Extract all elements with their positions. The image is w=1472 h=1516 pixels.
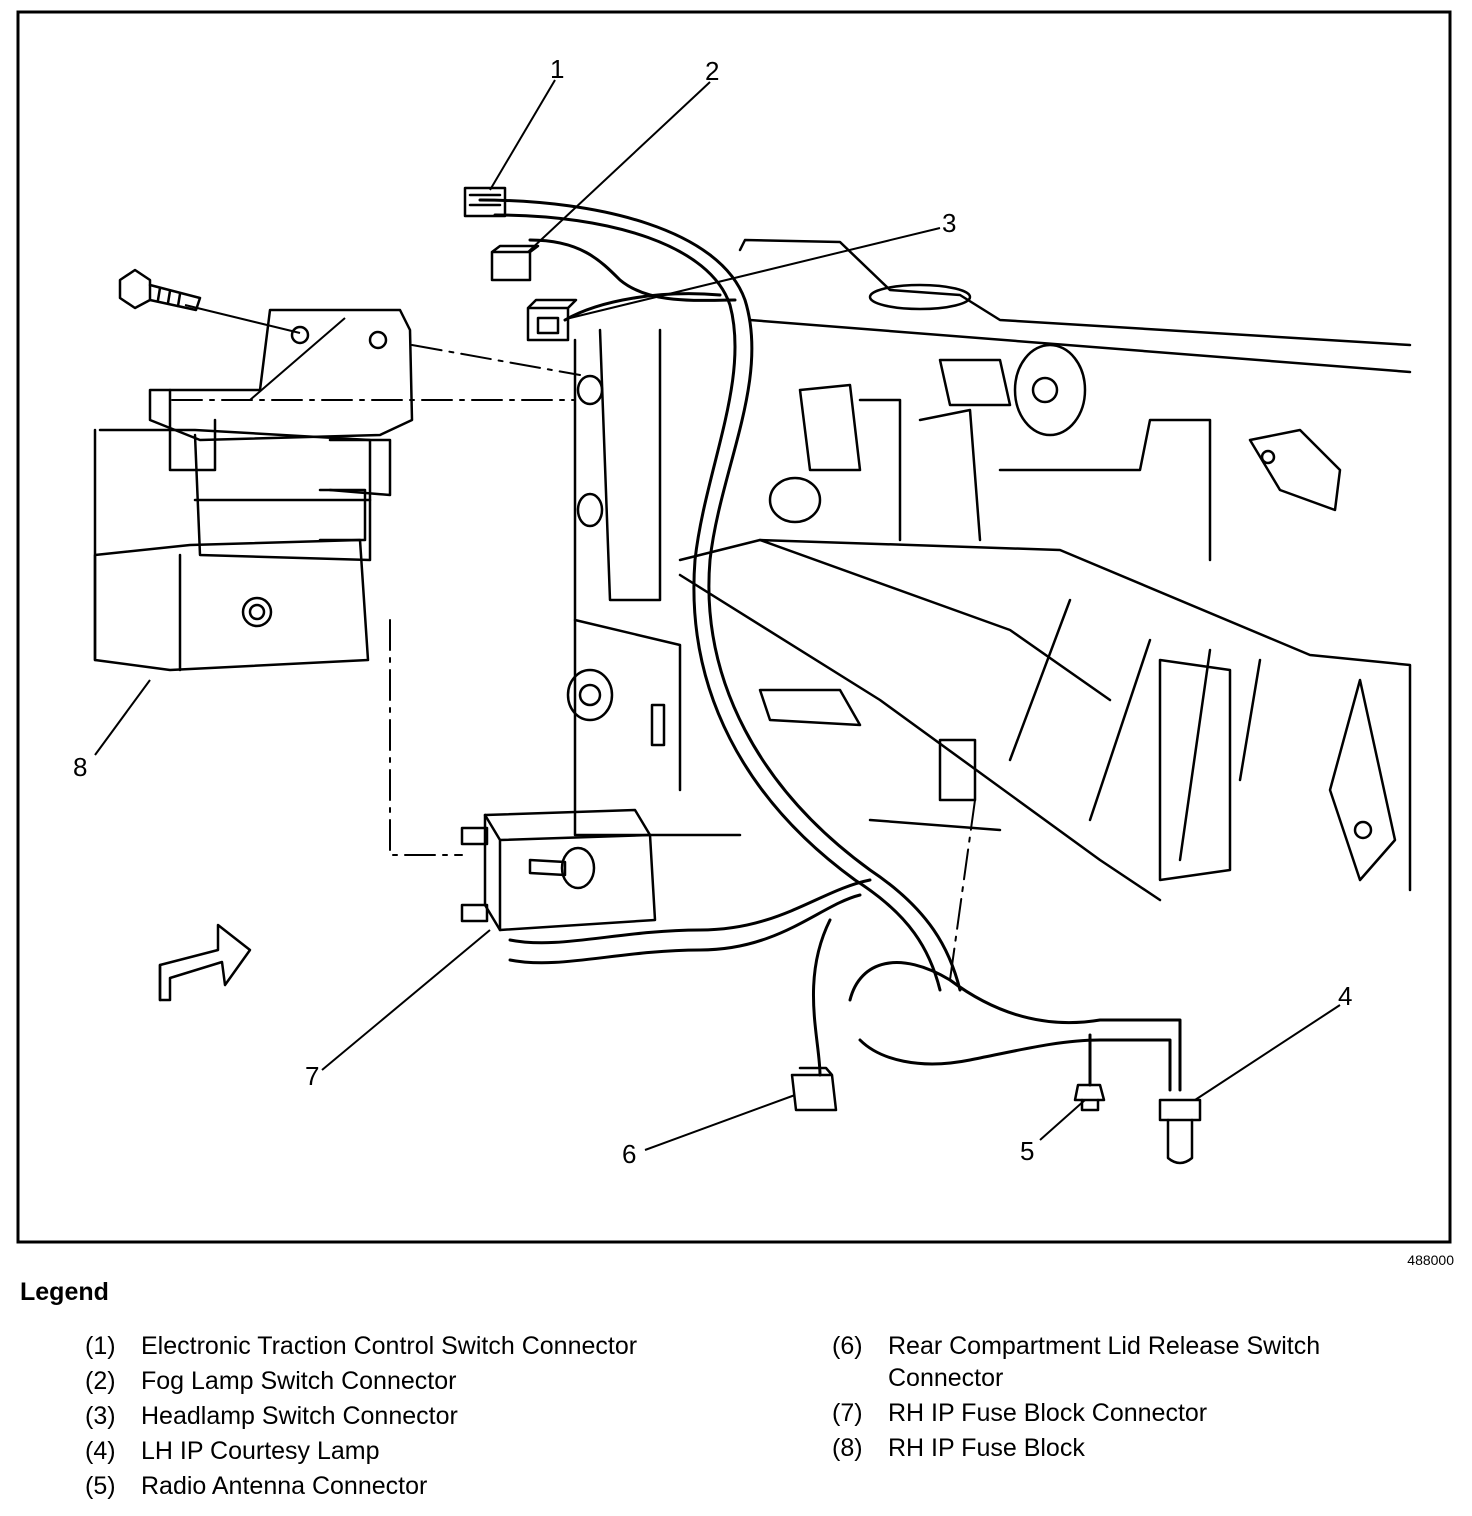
legend-item-number: (4) [85,1437,116,1465]
legend-item-text: RH IP Fuse Block Connector [888,1399,1208,1427]
legend-item-text: Rear Compartment Lid Release Switch Conn… [888,1332,1321,1392]
callout-1: 1 [550,54,564,84]
legend-item: (7) RH IP Fuse Block Connector [832,1397,1432,1429]
figure-id: 488000 [1407,1252,1454,1268]
legend-item: (8) RH IP Fuse Block [832,1432,1432,1464]
diagram-figure: 1 2 3 4 5 6 7 8 [16,10,1452,1244]
legend-item-number: (2) [85,1367,116,1395]
callout-8: 8 [73,752,87,782]
callout-6: 6 [622,1139,636,1169]
legend-item-text: Fog Lamp Switch Connector [141,1367,457,1395]
mounting-bolt [118,268,202,312]
headlamp-switch-connector [526,298,578,342]
legend-title: Legend [20,1278,109,1306]
legend-item-number: (7) [832,1399,863,1427]
alignment-lines [171,344,976,981]
legend-item-text: Radio Antenna Connector [141,1472,428,1500]
legend-item-number: (8) [832,1434,863,1462]
wire-harness [478,198,1182,1092]
rear-compartment-lid-release-connector [790,1066,838,1112]
legend-item-number: (3) [85,1402,116,1430]
legend-item: (6) Rear Compartment Lid Release Switch … [832,1330,1432,1394]
legend-item: (3) Headlamp Switch Connector [85,1400,775,1432]
legend-column-right: (6) Rear Compartment Lid Release Switch … [832,1330,1432,1467]
rh-ip-fuse-block [93,308,414,672]
callout-2: 2 [705,56,719,86]
legend-item: (1) Electronic Traction Control Switch C… [85,1330,775,1362]
legend-item-number: (5) [85,1472,116,1500]
callout-4: 4 [1338,981,1352,1011]
legend-column-left: (1) Electronic Traction Control Switch C… [85,1330,775,1505]
instrument-panel-structure [566,238,1412,902]
callout-7: 7 [305,1061,319,1091]
legend-item: (5) Radio Antenna Connector [85,1470,775,1502]
view-direction-arrow [158,923,252,1002]
legend-item-text: Headlamp Switch Connector [141,1402,458,1430]
diagram-frame [16,10,1452,1244]
leader-lines [94,79,1341,1151]
rh-ip-fuse-block-connector [460,808,657,932]
legend-item-text: LH IP Courtesy Lamp [141,1437,380,1465]
fog-lamp-switch-connector [490,244,540,282]
etc-switch-connector [463,186,507,218]
radio-antenna-connector [1073,1083,1106,1112]
legend-item-number: (1) [85,1332,116,1360]
lh-ip-courtesy-lamp [1158,1098,1202,1165]
legend-item: (4) LH IP Courtesy Lamp [85,1435,775,1467]
callout-3: 3 [942,208,956,238]
legend-item-text: RH IP Fuse Block [888,1434,1085,1462]
legend-item-number: (6) [832,1332,863,1360]
legend-item: (2) Fog Lamp Switch Connector [85,1365,775,1397]
callout-5: 5 [1020,1136,1034,1166]
legend-item-text: Electronic Traction Control Switch Conne… [141,1332,638,1360]
